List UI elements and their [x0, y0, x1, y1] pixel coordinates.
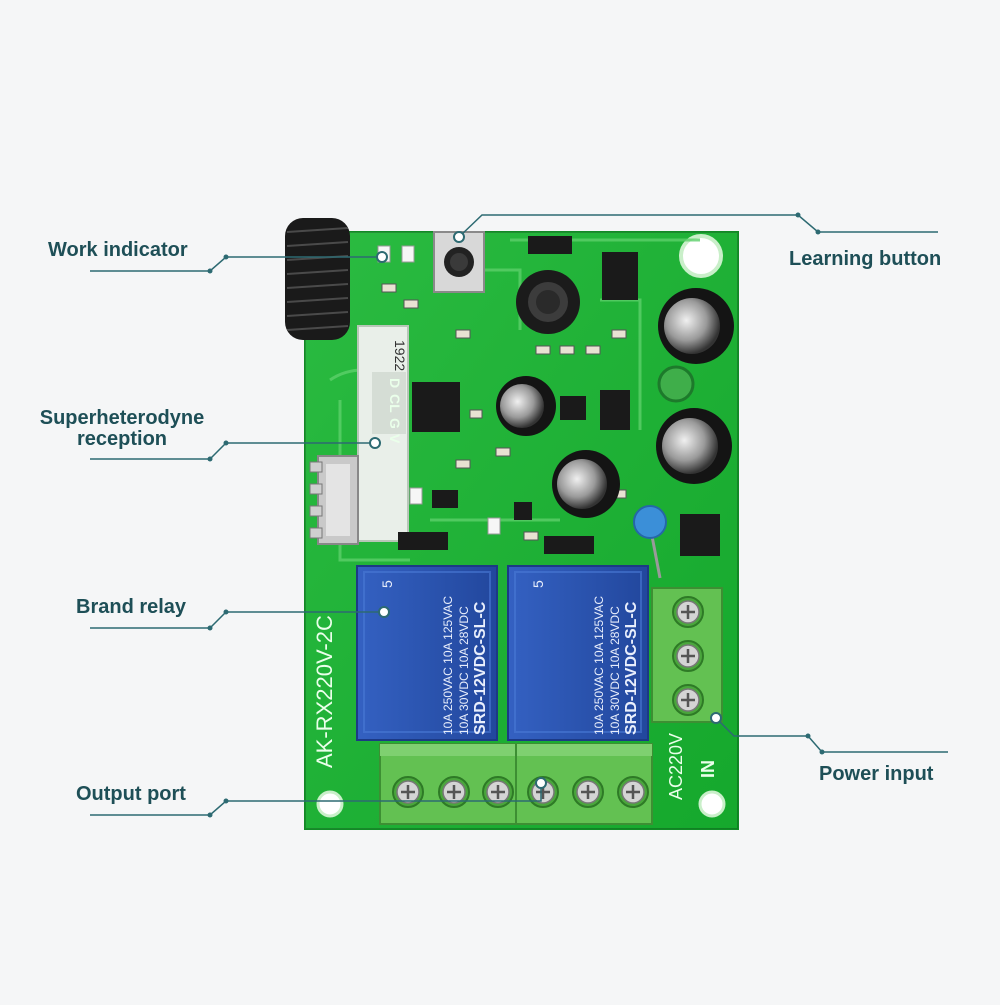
label-brand-relay: Brand relay	[76, 596, 187, 618]
rf-receiver-module: 1922	[357, 325, 409, 542]
ic-chip	[528, 236, 572, 254]
ic-chip	[544, 536, 594, 554]
ic-chip	[602, 252, 638, 300]
label-power-input: Power input	[819, 763, 934, 785]
leader-markers	[207, 212, 825, 818]
relay-rating-2: 10A 30VDC 10A 28VDC	[457, 606, 471, 735]
relay-model: SRD-12VDC-SL-C	[472, 601, 489, 735]
mounting-hole	[679, 234, 723, 278]
leader-power-input	[715, 717, 948, 753]
blue-varistor	[633, 505, 667, 579]
label-superheterodyne-line1: Superheterodyne	[39, 407, 205, 429]
electrolytic-capacitors	[496, 288, 734, 518]
label-superheterodyne-line2: reception	[76, 428, 168, 450]
smd-passives	[381, 283, 627, 541]
output-terminal-block	[379, 743, 653, 825]
screw-terminal	[617, 776, 649, 808]
ic-chip	[560, 396, 586, 420]
screw-terminal	[572, 776, 604, 808]
mounting-hole	[698, 790, 726, 818]
antenna-coil	[285, 218, 350, 340]
ic-chip	[680, 514, 720, 556]
ic-chip	[398, 532, 448, 550]
capacitor	[496, 376, 556, 436]
endpoint-power-input	[710, 712, 722, 724]
endpoint-work-indicator	[376, 251, 388, 263]
power-screws	[672, 596, 704, 716]
pin-label: D	[387, 378, 403, 388]
crystal-oscillator	[309, 455, 359, 545]
capacitor	[658, 288, 734, 364]
board-in-label: IN	[698, 760, 718, 778]
capacitor	[656, 408, 732, 484]
mounting-hole	[316, 790, 344, 818]
power-terminal-block	[651, 587, 723, 723]
leader-work-indicator	[90, 256, 382, 272]
power-inductor	[516, 270, 580, 334]
relay-rating-1: 10A 250VAC 10A 125VAC	[592, 596, 606, 735]
relay-number: 5	[379, 580, 395, 588]
choke-ring	[657, 365, 695, 403]
capacitor	[552, 450, 620, 518]
screw-terminal	[672, 684, 704, 716]
mounting-holes	[316, 234, 726, 818]
board-model: AK-RX220V-2C	[312, 615, 337, 768]
screw-terminal	[482, 776, 514, 808]
ic-chip	[514, 502, 532, 520]
label-output-port: Output port	[76, 783, 186, 805]
relay-number: 5	[530, 580, 546, 588]
label-superheterodyne: Superheterodyne reception	[34, 408, 210, 450]
endpoint-superheterodyne	[369, 437, 381, 449]
ic-chips	[398, 236, 720, 556]
pin-label: G	[387, 418, 403, 429]
endpoint-brand-relay	[378, 606, 390, 618]
relay-model: SRD-12VDC-SL-C	[623, 601, 640, 735]
pin-label: V	[387, 434, 403, 444]
board-power-rating: AC220V	[666, 733, 686, 800]
ic-chip	[600, 390, 630, 430]
leader-brand-relay	[90, 611, 384, 629]
screw-terminal	[438, 776, 470, 808]
label-work-indicator: Work indicator	[48, 239, 188, 261]
relay-rating-1: 10A 250VAC 10A 125VAC	[441, 596, 455, 735]
relay-rating-2: 10A 30VDC 10A 28VDC	[608, 606, 622, 735]
endpoint-output-port	[535, 777, 547, 789]
relay-1-markings: SRD-12VDC-SL-C 10A 250VAC 10A 125VAC 10A…	[379, 580, 489, 735]
leader-endpoints	[369, 231, 722, 789]
relay-2	[507, 565, 649, 741]
ic-chip	[432, 490, 458, 508]
leader-superheterodyne	[90, 442, 375, 460]
pin-label: CL	[387, 394, 403, 413]
endpoint-learning-button	[453, 231, 465, 243]
relay-2-markings: SRD-12VDC-SL-C 10A 250VAC 10A 125VAC 10A…	[530, 580, 640, 735]
label-learning-button: Learning button	[789, 248, 942, 270]
screw-terminal	[392, 776, 424, 808]
module-code: 1922	[392, 340, 408, 371]
ic-chip	[412, 382, 460, 432]
screw-terminal	[672, 596, 704, 628]
screw-terminals	[392, 776, 649, 808]
relay-1	[356, 565, 498, 741]
module-pin-labels: D CL G V	[387, 378, 403, 444]
screw-terminal	[672, 640, 704, 672]
